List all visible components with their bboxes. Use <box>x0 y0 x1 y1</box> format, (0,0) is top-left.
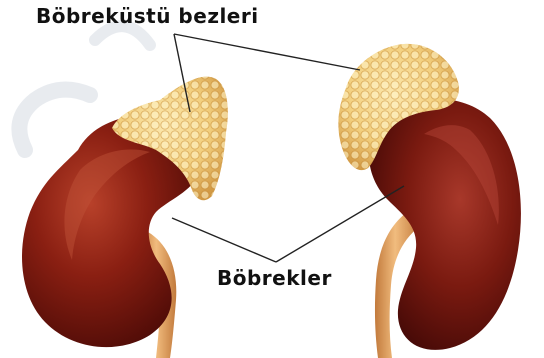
leader-line-right-adrenal <box>174 34 360 70</box>
adrenal-glands-label: Böbreküstü bezleri <box>36 4 259 28</box>
leader-line-left-kidney <box>172 218 276 262</box>
kidneys-label: Böbrekler <box>217 266 332 290</box>
